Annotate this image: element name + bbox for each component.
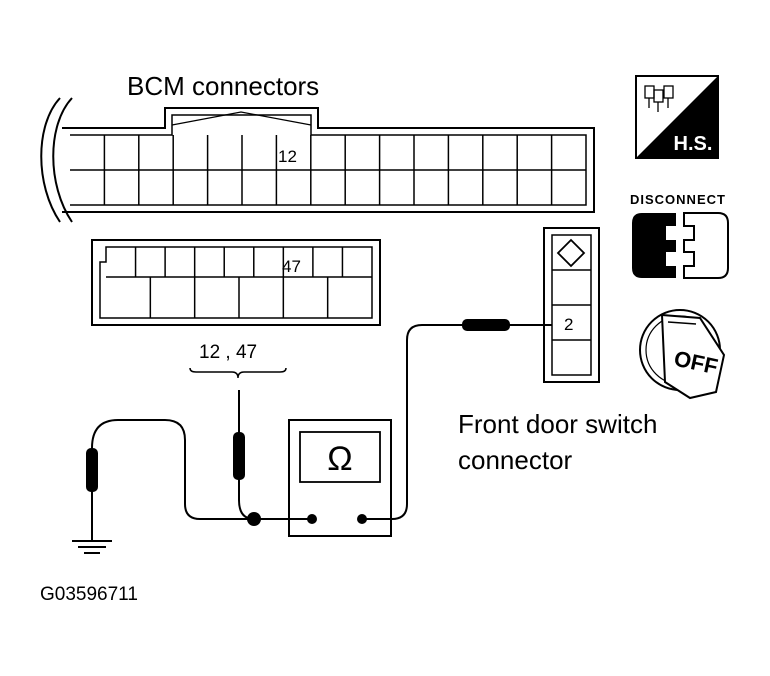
junction-dot: [247, 512, 261, 526]
ignition-off-icon: OFF: [639, 309, 726, 400]
disconnect-icon: [632, 212, 729, 279]
ground-icon: [72, 540, 112, 554]
door-connector-label-line1: Front door switch: [458, 409, 657, 439]
bcm-pin-12-label: 12: [278, 147, 297, 166]
ohm-symbol: Ω: [327, 440, 352, 478]
front-door-switch-connector: [543, 227, 600, 383]
harness-icon: H.S.: [635, 75, 719, 159]
bcm-connector-lower: [91, 239, 381, 326]
bcm-probe: [233, 390, 245, 480]
bcm-connector-upper: [40, 97, 595, 223]
bcm-connectors-label: BCM connectors: [127, 71, 319, 101]
bcm-pin-47-label: 47: [282, 257, 301, 276]
pin-brace: [189, 367, 287, 379]
test-wires: [91, 324, 462, 520]
figure-id: G03596711: [40, 584, 138, 605]
disconnect-label: DISCONNECT: [630, 192, 726, 207]
ohmmeter: [288, 419, 392, 537]
ground-probe: [86, 448, 98, 540]
probe-pins-label: 12 , 47: [199, 342, 257, 363]
svg-text:H.S.: H.S.: [674, 133, 713, 155]
door-probe: [462, 319, 552, 331]
door-pin-2-label: 2: [564, 315, 573, 334]
door-connector-label-line2: connector: [458, 445, 573, 475]
